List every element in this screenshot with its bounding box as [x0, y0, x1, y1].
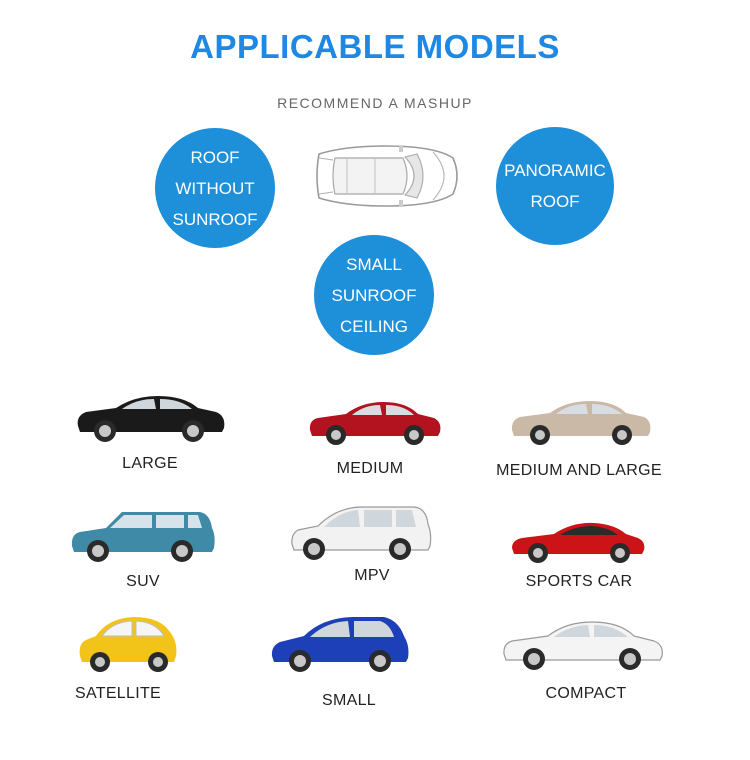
car-medium-sedan [306, 396, 444, 451]
mpv-car-icon [291, 506, 432, 560]
sedan-car-icon [77, 396, 225, 442]
sedan-car-icon [511, 401, 651, 445]
roof-option-line: WITHOUT [175, 178, 255, 198]
sports-car-icon [512, 522, 645, 563]
roof-option-small-sunroof: SMALL SUNROOF CEILING [314, 235, 434, 355]
model-label: SATELLITE [75, 685, 161, 702]
car-medium-large-sedan [508, 394, 654, 451]
car-top-view-illustration [316, 145, 458, 207]
roof-option-without-sunroof: ROOF WITHOUT SUNROOF [155, 128, 275, 248]
roof-option-line: PANORAMIC [504, 161, 606, 180]
car-suv [68, 506, 218, 569]
page-title: APPLICABLE MODELS [190, 28, 560, 65]
sedan-car-icon [503, 621, 663, 670]
model-label: MEDIUM AND LARGE [496, 462, 662, 479]
model-label: SUV [126, 573, 160, 590]
roof-option-line: SMALL [346, 254, 402, 274]
roof-option-line: CEILING [339, 316, 409, 336]
car-large-sedan [72, 388, 228, 449]
roof-option-panoramic: PANORAMIC ROOF [496, 127, 614, 245]
model-label: LARGE [122, 455, 178, 472]
hatchback-car-icon [271, 617, 409, 672]
roof-option-line: ROOF [530, 192, 580, 211]
microcar-icon [79, 617, 177, 672]
page-subtitle: RECOMMEND A MASHUP [277, 95, 473, 111]
model-label: COMPACT [545, 685, 627, 702]
model-label: MPV [354, 567, 390, 584]
model-label: SMALL [322, 692, 376, 709]
model-label: SPORTS CAR [525, 573, 633, 590]
car-hatchback [268, 612, 412, 679]
roof-option-line: SUNROOF [172, 209, 258, 229]
roof-option-line: ROOF [190, 147, 240, 167]
car-compact-sedan [500, 614, 666, 677]
car-mpv [288, 502, 434, 567]
sedan-car-icon [309, 402, 441, 445]
car-sports [508, 518, 648, 569]
car-microcar [76, 612, 182, 679]
model-label: MEDIUM [336, 460, 404, 477]
roof-option-line: SUNROOF [331, 285, 417, 305]
suv-car-icon [71, 512, 215, 562]
